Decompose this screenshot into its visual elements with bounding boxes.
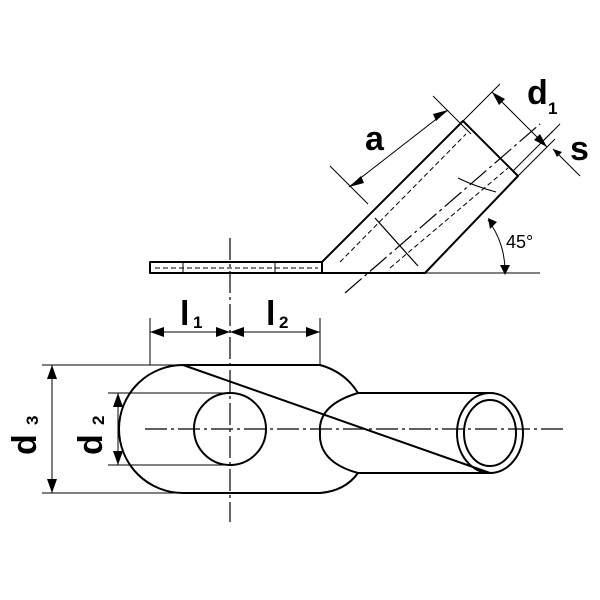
dimension-d1: d 1 xyxy=(462,74,557,177)
barrel-end-inner xyxy=(468,126,514,172)
barrel-transition xyxy=(374,217,419,267)
angle-arrow-top xyxy=(488,218,497,229)
barrel-end-inner xyxy=(463,399,517,467)
dimension-d3-subscript: 3 xyxy=(23,416,42,425)
dimension-a-label: a xyxy=(365,120,385,158)
dimension-d1-subscript: 1 xyxy=(548,99,557,118)
side-view: 45° xyxy=(149,120,541,294)
top-view xyxy=(118,364,565,494)
dimension-d3: d 3 xyxy=(6,364,183,494)
dimension-a: a xyxy=(329,95,472,205)
dimension-s-label: s xyxy=(570,130,589,168)
dimension-l2-subscript: 2 xyxy=(279,313,288,332)
barrel-centerline xyxy=(344,123,541,294)
dimension-d2: d 2 xyxy=(72,392,230,466)
bore-dash-upper xyxy=(339,133,467,263)
angle-label: 45° xyxy=(506,232,533,252)
dimension-l1-subscript: 1 xyxy=(193,313,202,332)
barrel-inner-curve xyxy=(457,177,497,193)
angle-arrow-bottom xyxy=(500,265,510,275)
dimension-s: s xyxy=(512,123,589,177)
barrel-end-outer xyxy=(456,392,524,474)
dimension-l1-label: l xyxy=(180,295,189,333)
dimension-d1-label: d xyxy=(527,74,548,112)
bore-dash-lower xyxy=(389,167,509,269)
dimension-l1-l2: l 1 l 2 xyxy=(149,295,321,365)
dimension-l2-label: l xyxy=(266,295,275,333)
dimension-d3-label: d xyxy=(6,434,44,455)
dimension-d2-label: d xyxy=(72,434,110,455)
dimension-d2-subscript: 2 xyxy=(89,416,108,425)
throat-curve xyxy=(318,392,359,474)
